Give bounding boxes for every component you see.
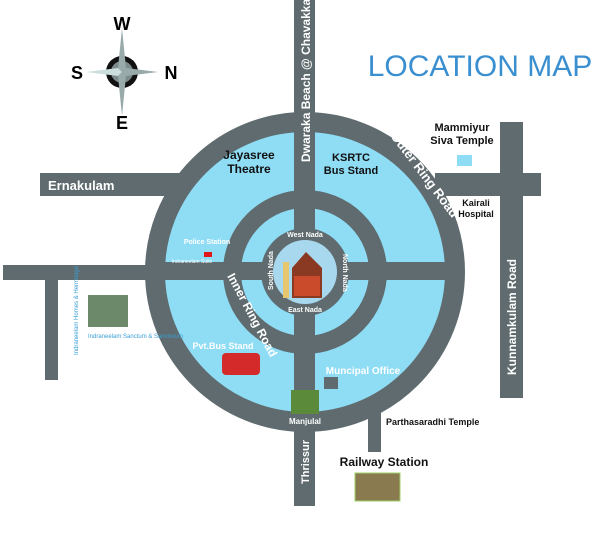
east-nada-label: East Nada — [288, 307, 322, 314]
compass-east: E — [116, 113, 128, 133]
pvt-bus-label: Pvt.Bus Stand — [192, 341, 253, 351]
road-kunnamkulam — [500, 122, 523, 398]
muncipal-marker — [324, 377, 338, 389]
mammiyur-marker — [457, 155, 472, 166]
compass-rose-icon — [86, 28, 158, 116]
compass-west: W — [114, 14, 131, 34]
jayasree-label: Jayasree Theatre — [223, 148, 275, 177]
ksrtc-label: KSRTC Bus Stand — [323, 152, 379, 178]
dwaraka-label: Dwaraka Beach @ Chavakkad — [299, 0, 313, 162]
police-marker — [204, 252, 212, 257]
west-nada-label: West Nada — [287, 232, 323, 239]
thrissur-label: Thrissur — [300, 439, 312, 484]
south-nada-label: South Nada — [268, 251, 275, 290]
road-north — [294, 0, 315, 120]
flagstaff-icon — [283, 262, 289, 298]
kairali-label: Kairali Hospital — [458, 198, 494, 219]
train-image — [354, 472, 401, 502]
map-title: LOCATION MAP — [368, 50, 592, 83]
manjulal-label: Manjulal — [289, 417, 321, 426]
temple-roof — [294, 276, 320, 296]
road-ernakulam — [40, 173, 180, 196]
road-west — [3, 265, 163, 280]
manjulal-image — [291, 390, 319, 414]
road-kairali — [435, 173, 541, 196]
bus-icon — [222, 353, 260, 375]
road-south — [294, 420, 315, 506]
mammiyur-label: Mammiyur Siva Temple — [430, 122, 494, 148]
muncipal-label: Muncipal Office — [326, 366, 401, 377]
ernakulam-label: Ernakulam — [48, 178, 114, 193]
north-nada-label: North Nada — [341, 254, 348, 292]
road-west-vertical — [45, 270, 58, 380]
parthasaradhi-label: Parthasaradhi Temple — [386, 417, 479, 427]
indraneelam-suite-label: Indraneelam Suite — [172, 259, 213, 265]
police-label: Police Station — [184, 239, 230, 246]
kunnamkulam-label: Kunnamkulam Road — [505, 259, 519, 375]
inner-ring-road — [223, 190, 387, 354]
indraneelam-sanctum-label: Indraneelam Sanctum & Sanctorum — [88, 334, 183, 340]
apartment-image — [88, 295, 128, 327]
compass-north: N — [165, 63, 178, 83]
compass-south: S — [71, 63, 83, 83]
railway-label: Railway Station — [340, 455, 429, 469]
indraneelam-homes-label: Indraneelam Homes & Hermitage — [74, 265, 80, 355]
